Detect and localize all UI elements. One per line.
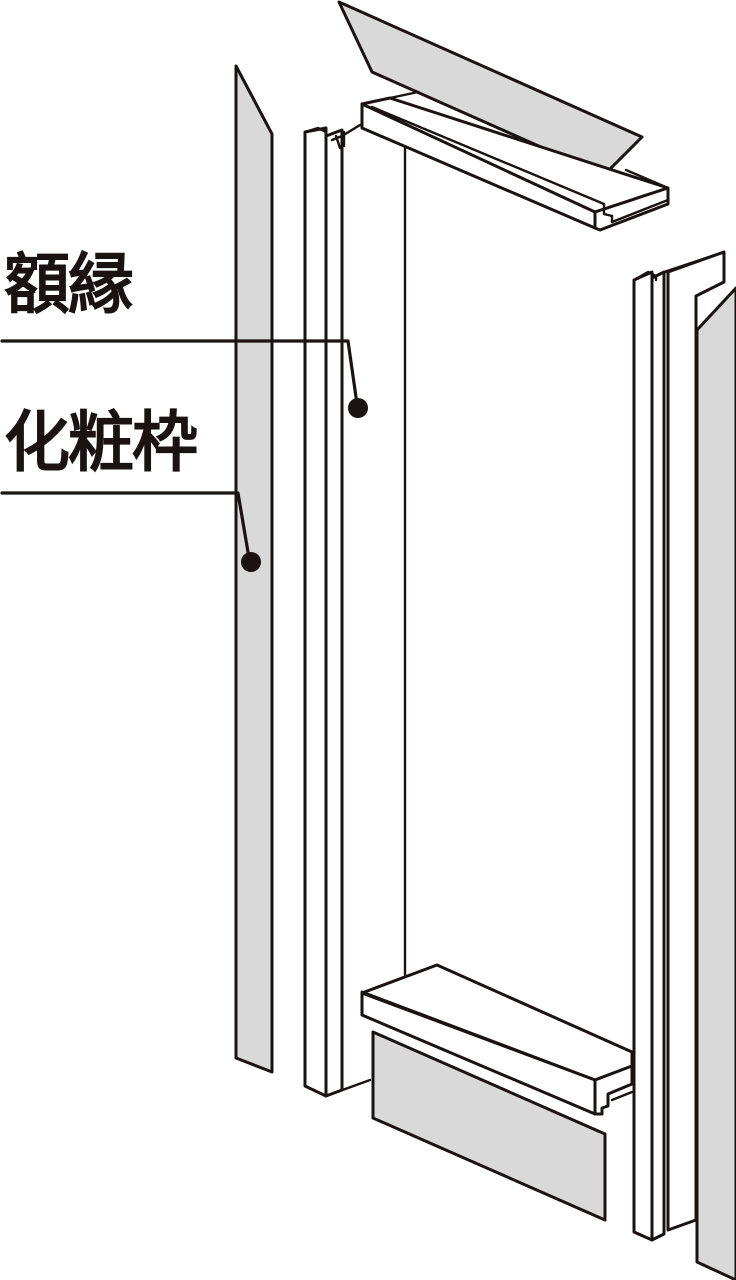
- right-gray-panel: [695, 286, 736, 1280]
- label-keshowaku: 化粧枠: [4, 404, 198, 481]
- top-head-rail: [360, 90, 670, 232]
- leader-line-gakubuchi: [0, 339, 368, 418]
- bottom-gray-panel: [371, 1030, 607, 1222]
- left-jamb: [303, 123, 407, 1098]
- label-gakubuchi: 額縁: [4, 246, 134, 323]
- bottom-sill-rail: [360, 963, 634, 1116]
- leader-line-keshowaku: [0, 491, 261, 572]
